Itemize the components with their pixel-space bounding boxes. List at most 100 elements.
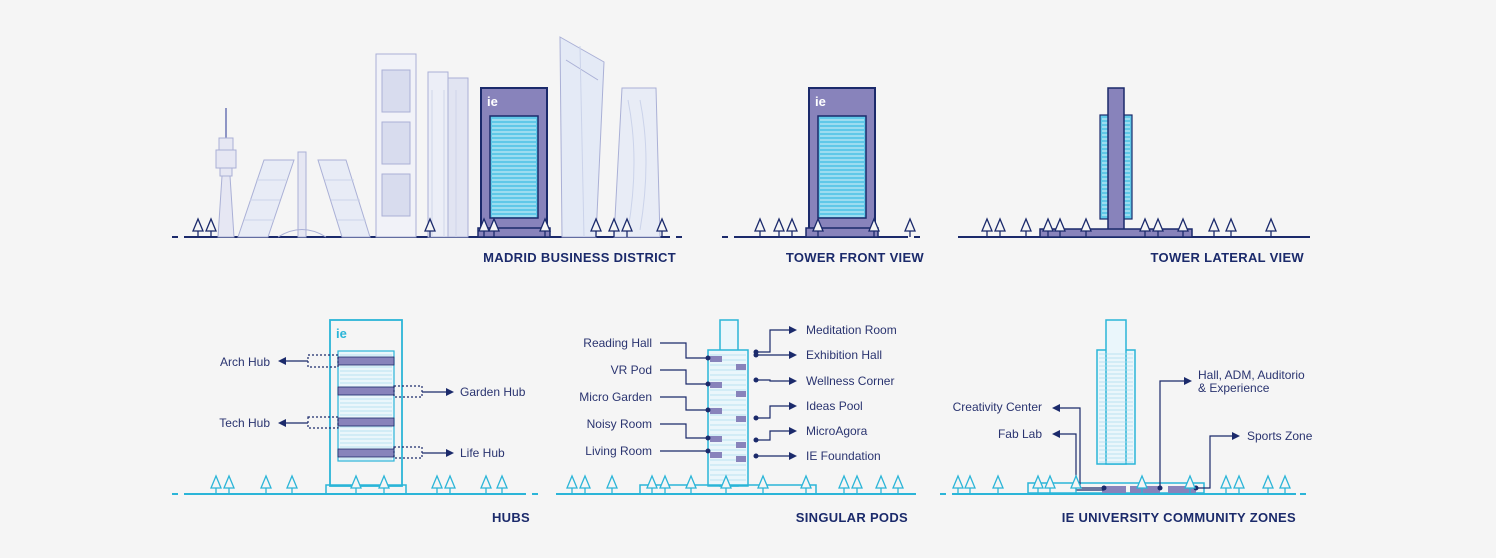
- tree-icon: [994, 217, 1006, 237]
- trees-front: [754, 217, 916, 237]
- zone-label-sports-zone: Sports Zone: [1247, 429, 1313, 443]
- tree-icon: [757, 474, 769, 494]
- trees-madrid: [192, 217, 668, 237]
- tree-icon: [754, 217, 766, 237]
- tree-icon: [892, 474, 904, 494]
- tree-icon: [1070, 474, 1082, 494]
- ie-logo: ie: [815, 94, 826, 109]
- tree-icon: [424, 217, 436, 237]
- tree-icon: [1042, 217, 1054, 237]
- trees-pods: [566, 474, 904, 494]
- tree-icon: [1080, 217, 1092, 237]
- zone-label-fab-lab: Fab Lab: [998, 427, 1042, 441]
- ie-tower-hubs: ie: [325, 319, 407, 495]
- zone-label-experience: & Experience: [1198, 381, 1270, 395]
- pod-label-ie-foundation: IE Foundation: [806, 449, 881, 463]
- ie-tower-pods: [639, 319, 817, 495]
- tree-icon: [868, 217, 880, 237]
- caption-front: TOWER FRONT VIEW: [786, 250, 925, 265]
- pod-callouts: [660, 326, 797, 460]
- tower-pwc: [613, 87, 661, 238]
- tree-icon: [488, 217, 500, 237]
- gate-of-europe-right: [317, 159, 371, 238]
- tree-icon: [608, 217, 620, 237]
- ie-tower-front: ie: [805, 87, 879, 238]
- plaza-arc: [277, 229, 327, 238]
- tree-icon: [1233, 474, 1245, 494]
- tree-icon: [685, 474, 697, 494]
- tree-icon: [260, 474, 272, 494]
- ie-tower-zones: [1027, 319, 1205, 494]
- tree-icon: [1044, 474, 1056, 494]
- tree-icon: [1136, 474, 1148, 494]
- tree-icon: [773, 217, 785, 237]
- tree-icon: [1208, 217, 1220, 237]
- zone-label-creativity-center: Creativity Center: [953, 400, 1042, 414]
- tree-icon: [851, 474, 863, 494]
- tree-icon: [621, 217, 633, 237]
- ie-tower-skyline: ie: [477, 87, 551, 238]
- trees-zones: [952, 474, 1291, 494]
- tower-slabs: [427, 71, 469, 238]
- tree-icon: [1262, 474, 1274, 494]
- hub-label-garden: Garden Hub: [460, 385, 526, 399]
- tree-icon: [579, 474, 591, 494]
- panel-tower-front-view: ie TOWER FRONT VIEW: [722, 87, 926, 265]
- caption-pods: SINGULAR PODS: [796, 510, 908, 525]
- tree-icon: [350, 474, 362, 494]
- zone-callouts: [1056, 380, 1236, 491]
- hub-label-life: Life Hub: [460, 446, 505, 460]
- tree-icon: [1184, 474, 1196, 494]
- tree-icon: [786, 217, 798, 237]
- tree-icon: [1139, 217, 1151, 237]
- pod-label-reading-hall: Reading Hall: [583, 336, 652, 350]
- tree-icon: [1220, 474, 1232, 494]
- pod-label-wellness-corner: Wellness Corner: [806, 374, 894, 388]
- tower-cepsa: [375, 53, 417, 238]
- tree-icon: [964, 474, 976, 494]
- ie-tower-lateral: [1039, 87, 1193, 238]
- pod-label-exhibition-hall: Exhibition Hall: [806, 348, 882, 362]
- obelisk: [297, 151, 307, 238]
- tree-icon: [496, 474, 508, 494]
- hub-label-tech: Tech Hub: [219, 416, 270, 430]
- tree-icon: [378, 474, 390, 494]
- panel-tower-lateral-view: TOWER LATERAL VIEW: [958, 87, 1310, 265]
- tree-icon: [800, 474, 812, 494]
- pod-label-meditation-room: Meditation Room: [806, 323, 897, 337]
- trees-lateral: [981, 217, 1277, 237]
- tree-icon: [444, 474, 456, 494]
- panel-singular-pods: Reading Hall VR Pod Micro Garden Noisy R…: [556, 319, 916, 525]
- trees-hubs: [210, 474, 508, 494]
- pod-label-noisy-room: Noisy Room: [587, 417, 652, 431]
- ie-logo: ie: [336, 326, 347, 341]
- gate-of-europe-left: [237, 159, 295, 238]
- tree-icon: [286, 474, 298, 494]
- tree-icon: [480, 474, 492, 494]
- zone-label-hall-adm: Hall, ADM, Auditorio: [1198, 368, 1305, 382]
- tree-icon: [981, 217, 993, 237]
- tree-icon: [1177, 217, 1189, 237]
- caption-lateral: TOWER LATERAL VIEW: [1151, 250, 1305, 265]
- panel-madrid-business-district: ie MADRID BUSINESS DISTRICT: [172, 36, 688, 265]
- tree-icon: [812, 217, 824, 237]
- tree-icon: [606, 474, 618, 494]
- caption-hubs: HUBS: [492, 510, 530, 525]
- tree-icon: [1054, 217, 1066, 237]
- tree-icon: [192, 217, 204, 237]
- tree-icon: [875, 474, 887, 494]
- panel-community-zones: Creativity Center Fab Lab Hall, ADM, Aud…: [940, 319, 1313, 525]
- tree-icon: [210, 474, 222, 494]
- caption-madrid: MADRID BUSINESS DISTRICT: [483, 250, 676, 265]
- pod-label-living-room: Living Room: [585, 444, 652, 458]
- tree-icon: [992, 474, 1004, 494]
- tree-icon: [223, 474, 235, 494]
- tree-icon: [205, 217, 217, 237]
- pod-label-micro-garden: Micro Garden: [579, 390, 652, 404]
- tree-icon: [656, 217, 668, 237]
- tree-icon: [1265, 217, 1277, 237]
- ie-logo: ie: [487, 94, 498, 109]
- caption-zones: IE UNIVERSITY COMMUNITY ZONES: [1062, 510, 1296, 525]
- tree-icon: [646, 474, 658, 494]
- tree-icon: [1020, 217, 1032, 237]
